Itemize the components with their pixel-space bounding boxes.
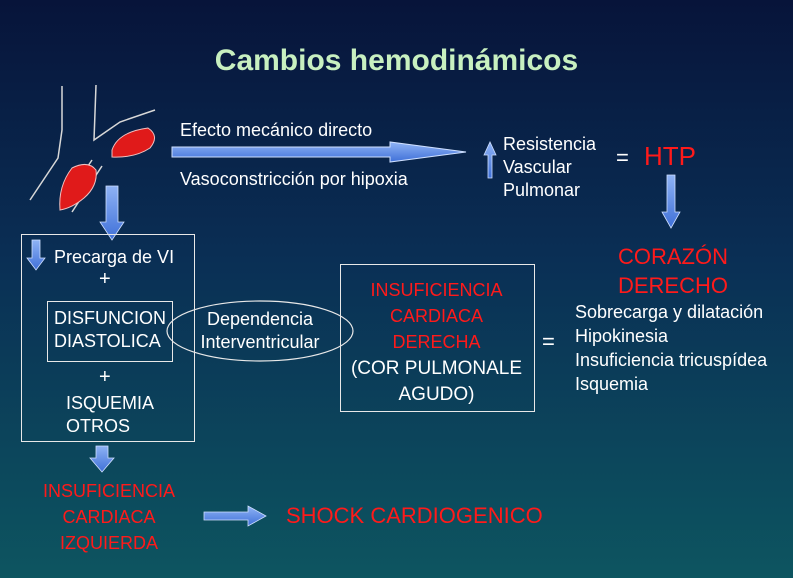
dependencia-label: Dependencia Interventricular — [200, 309, 320, 352]
right-heart-failure-label: INSUFICIENCIA CARDIACA DERECHA — [370, 280, 503, 352]
shock-label: SHOCK CARDIOGENICO — [286, 503, 543, 528]
effect-hypoxia-label: Vasoconstricción por hipoxia — [180, 169, 408, 189]
list-item: Hipokinesia — [575, 326, 669, 346]
left-ventricle-box — [21, 234, 195, 442]
arrow-down-icon — [26, 239, 46, 271]
arrow-down-icon — [99, 185, 125, 241]
equals-sign: = — [542, 329, 555, 354]
list-item: Sobrecarga y dilatación — [575, 302, 764, 322]
htp-label: HTP — [644, 141, 696, 171]
effect-mechanical-label: Efecto mecánico directo — [180, 120, 373, 140]
list-item: Isquemia — [575, 374, 649, 394]
left-heart-failure-label: INSUFICIENCIA CARDIACA IZQUIERDA — [42, 481, 175, 553]
dependencia-ellipse — [166, 300, 354, 362]
right-heart-title: CORAZÓN DERECHO — [617, 244, 728, 298]
plus-sign: + — [99, 268, 111, 290]
right-heart-failure-box — [340, 264, 535, 412]
page-title: Cambios hemodinámicos — [214, 44, 579, 77]
thrombus-upper-icon — [111, 127, 155, 158]
isquemia-label: ISQUEMIA OTROS — [66, 393, 155, 436]
arrow-right-icon — [171, 141, 467, 163]
disfuncion-label: DISFUNCION DIASTOLICA — [54, 308, 166, 351]
arrow-right-icon — [203, 505, 267, 527]
thrombus-lower-icon — [59, 164, 97, 211]
list-item: Insuficiencia tricuspídea — [575, 350, 768, 370]
plus-sign: + — [99, 366, 111, 388]
disfuncion-box — [47, 301, 173, 362]
arrow-down-icon — [661, 174, 681, 229]
arrow-up-icon — [483, 141, 497, 179]
arrow-down-icon — [89, 445, 115, 473]
right-heart-effects-list: Sobrecarga y dilatación Hipokinesia Insu… — [575, 300, 767, 396]
precarga-label: Precarga de VI — [54, 247, 175, 267]
resistance-label: Resistencia Vascular Pulmonar — [503, 134, 597, 200]
equals-sign: = — [616, 145, 629, 170]
cor-pulmonale-label: (COR PULMONALE AGUDO) — [350, 358, 523, 405]
